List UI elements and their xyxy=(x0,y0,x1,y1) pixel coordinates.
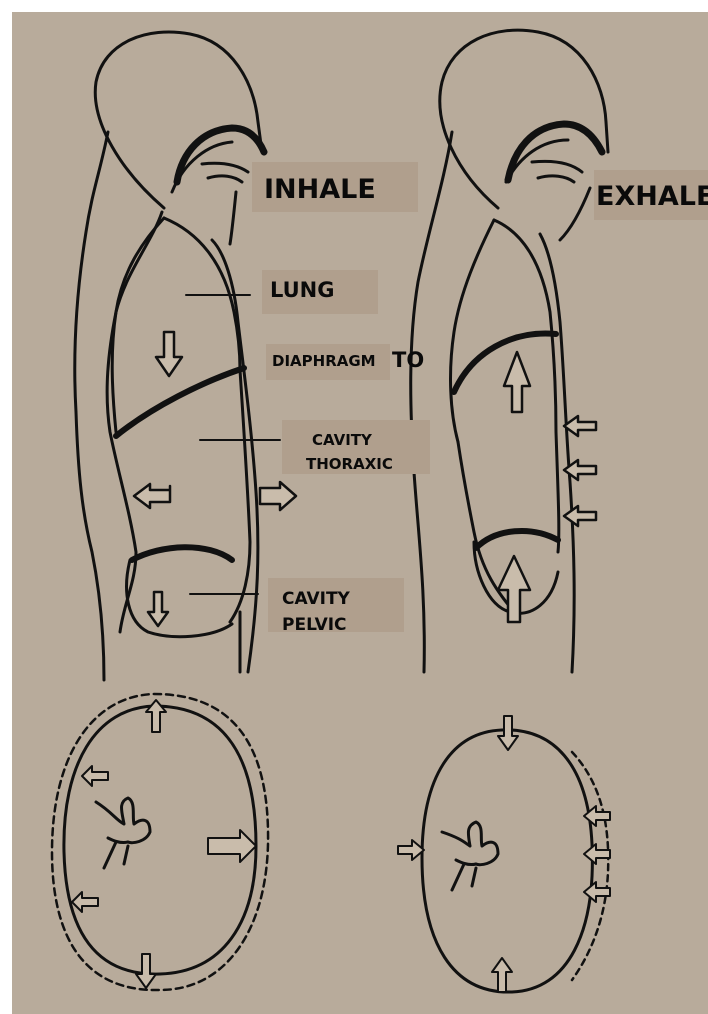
cavity-thoraxic-label: CAVITY THORAXIC xyxy=(282,420,430,474)
to-label: TO xyxy=(392,350,424,371)
exhale-arrows xyxy=(498,352,596,622)
diaphragm-label: DIAPHRAGM xyxy=(266,344,390,380)
exhale-cross-arrows xyxy=(398,716,610,992)
exhale-cross-section xyxy=(422,730,608,992)
cavity-thoraxic-line2: THORAXIC xyxy=(306,452,420,476)
inhale-cross-arrows xyxy=(72,700,256,988)
diagram-page: INHALE EXHALE LUNG DIAPHRAGM TO CAVITY T… xyxy=(12,12,708,1014)
inhale-label: INHALE xyxy=(252,162,418,212)
exhale-label: EXHALE xyxy=(594,170,708,220)
cavity-thoraxic-line1: CAVITY xyxy=(312,428,420,452)
cavity-pelvic-line1: CAVITY xyxy=(282,586,392,612)
cavity-pelvic-label: CAVITY PELVIC xyxy=(268,578,404,632)
cavity-pelvic-line2: PELVIC xyxy=(282,612,392,638)
lung-label: LUNG xyxy=(262,270,378,314)
